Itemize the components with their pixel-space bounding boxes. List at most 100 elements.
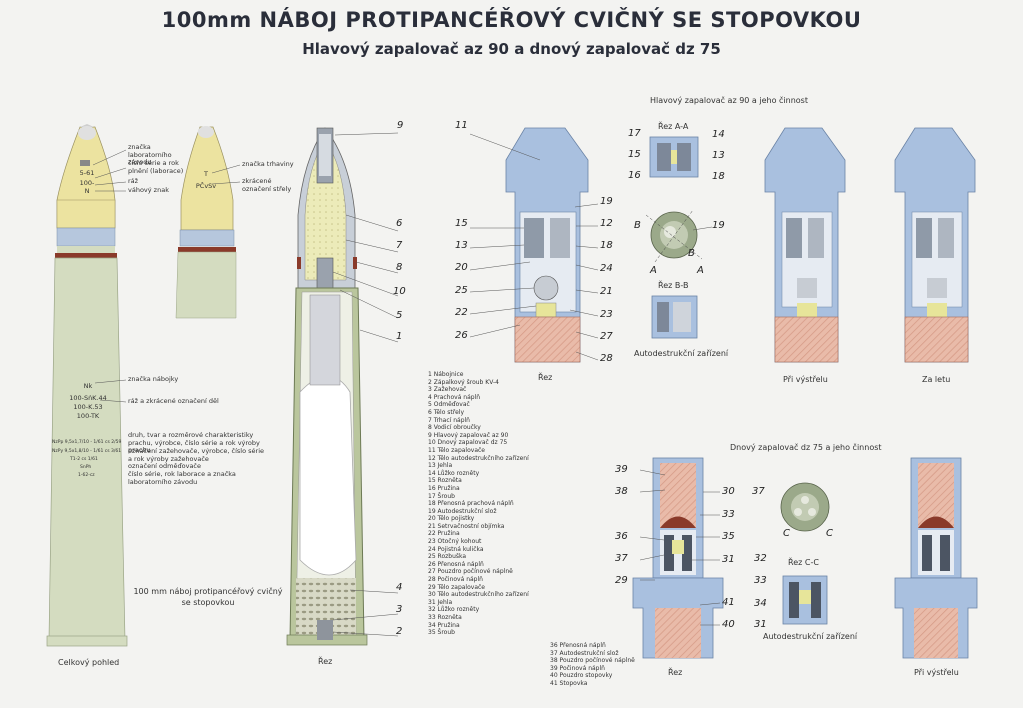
legend-item: 22 Pružina — [428, 530, 460, 538]
legend-item: 7 Trhací náplň — [428, 416, 470, 424]
callout-number: 15 — [455, 218, 468, 229]
callout-number: 32 — [754, 553, 767, 564]
section-letter: B — [688, 248, 695, 259]
marking-mid-1: T — [203, 170, 208, 178]
callout-case-mark: značka nábojky — [128, 375, 179, 383]
callout-number: 31 — [754, 619, 767, 630]
legend-item: 24 Pojistná kulička — [428, 545, 484, 553]
callout-shell-code: zkrácené označení střely — [242, 177, 292, 193]
marking-top-1: 5-61 — [80, 169, 95, 177]
legend-item: 32 Lůžko rozněty — [428, 606, 480, 614]
callout-number: 11 — [455, 120, 468, 131]
az90-autodestruct-drawing — [651, 295, 698, 339]
section-letter: A — [697, 265, 704, 276]
callout-number: 5 — [396, 310, 403, 321]
legend-item: 3 Zažehovač — [428, 386, 467, 394]
callout-number: 37 — [615, 553, 628, 564]
marking-case-1: Nk — [84, 382, 93, 390]
marking-small-1: NzPp 9,5x1,7/10 - 1/61 cs 2/59 — [52, 439, 121, 445]
legend-item: 19 Autodestrukční slož — [428, 507, 497, 515]
section-cc-title: Řez C-C — [788, 558, 819, 567]
callout-number: 33 — [722, 509, 735, 520]
dz75-fired-drawing — [894, 457, 978, 659]
legend-item: 5 Odměďovač — [428, 401, 470, 409]
legend-item: 41 Stopovka — [550, 679, 588, 687]
legend-item: 16 Pružina — [428, 484, 460, 492]
callout-number: 1 — [396, 331, 403, 342]
dz75-section-caption: Řez — [668, 668, 683, 677]
marking-case-4: 100-TK — [77, 412, 100, 420]
callout-number: 25 — [455, 285, 468, 296]
legend-item: 21 Setrvačnostní objímka — [428, 522, 505, 530]
callout-number: 22 — [455, 307, 468, 318]
legend-item: 18 Přenosná prachová náplň — [428, 500, 514, 508]
legend-item: 11 Tělo zapalovače — [428, 446, 485, 454]
az90-section-caption: Řez — [538, 373, 553, 382]
legend-item: 27 Pouzdro počínové náplně — [428, 568, 513, 576]
legend-item: 31 Jehla — [428, 598, 453, 606]
callout-number: 26 — [455, 330, 468, 341]
legend-item: 34 Pružina — [428, 621, 460, 629]
callout-number: 19 — [712, 220, 725, 231]
dz75-autodestruct-caption: Autodestrukční zařízení — [763, 632, 858, 641]
callout-number: 41 — [722, 597, 735, 608]
callout-number: 18 — [600, 240, 613, 251]
section-aa-title: Řez A-A — [658, 122, 689, 131]
callout-number: 13 — [712, 150, 725, 161]
marking-small-5: 1-62-cz — [78, 472, 95, 478]
callout-number: 14 — [712, 129, 725, 140]
callout-series-fill: číslo série a rok plnění (laborace) — [128, 159, 184, 175]
callout-number: 10 — [393, 286, 406, 297]
section-letter: C — [826, 528, 833, 539]
callout-decoppering: označení odměďovače — [128, 462, 201, 470]
callout-number: 31 — [722, 554, 735, 565]
az90-fired-drawing — [764, 127, 846, 363]
legend-item: 2 Zápalkový šroub KV-4 — [428, 378, 499, 386]
marking-case-3: 100-K.53 — [73, 403, 102, 411]
legend-item: 29 Tělo zapalovače — [428, 583, 485, 591]
overview-markings: 5-61 100- N T PČvSv Nk 100-SńK.44 100-K.… — [52, 169, 216, 478]
callout-number: 38 — [615, 486, 628, 497]
callout-number: 23 — [600, 309, 613, 320]
callout-number: 19 — [600, 196, 613, 207]
callout-number: 40 — [722, 619, 735, 630]
section-letter: A — [650, 265, 657, 276]
dz75-fired-caption: Při výstřelu — [914, 668, 959, 677]
az90-flight-caption: Za letu — [922, 375, 951, 384]
dz75-autodestruct-drawing — [782, 575, 828, 625]
callout-number: 33 — [754, 575, 767, 586]
legend-item: 10 Dnový zapalovač dz 75 — [428, 439, 508, 447]
legend-item: 26 Přenosná náplň — [428, 560, 484, 568]
marking-top-3: N — [85, 187, 90, 195]
az90-autodestruct-caption: Autodestrukční zařízení — [634, 349, 729, 358]
az90-heading: Hlavový zapalovač az 90 a jeho činnost — [650, 96, 808, 105]
callout-number: 9 — [397, 120, 404, 131]
legend-item: 1 Nábojnice — [428, 371, 464, 378]
cutaway-caption: Řez — [318, 657, 333, 666]
callout-number: 24 — [600, 263, 613, 274]
legend-item: 28 Počinová náplň — [428, 576, 483, 584]
legend-item: 40 Pouzdro stopovky — [550, 672, 613, 680]
callout-number: 20 — [455, 262, 468, 273]
legend-item: 12 Tělo autodestrukčního zařízení — [428, 454, 529, 462]
callout-number: 12 — [600, 218, 613, 229]
legend-item: 6 Tělo střely — [428, 408, 465, 416]
legend-item: 15 Rozněta — [428, 477, 462, 485]
legend-item: 20 Tělo pojistky — [428, 515, 475, 523]
callout-number: 6 — [396, 218, 403, 229]
overview-caption: Celkový pohled — [58, 658, 120, 667]
section-letter: B — [634, 220, 641, 231]
legend-item: 13 Jehla — [428, 462, 453, 470]
callout-number: 7 — [396, 240, 403, 251]
callout-lab-mark: značka laboratorního závodu — [128, 143, 172, 166]
page-subtitle: Hlavový zapalovač az 90 a dnový zapalova… — [302, 40, 721, 58]
callout-igniter: označení zažehovače, výrobce, číslo séri… — [128, 447, 265, 463]
callout-number: 36 — [615, 531, 628, 542]
callout-number: 2 — [396, 626, 403, 637]
callout-number: 28 — [600, 353, 613, 364]
callout-number: 21 — [600, 286, 613, 297]
legend-item: 4 Prachová náplň — [428, 393, 481, 401]
legend-item: 9 Hlavový zapalovač az 90 — [428, 431, 509, 439]
